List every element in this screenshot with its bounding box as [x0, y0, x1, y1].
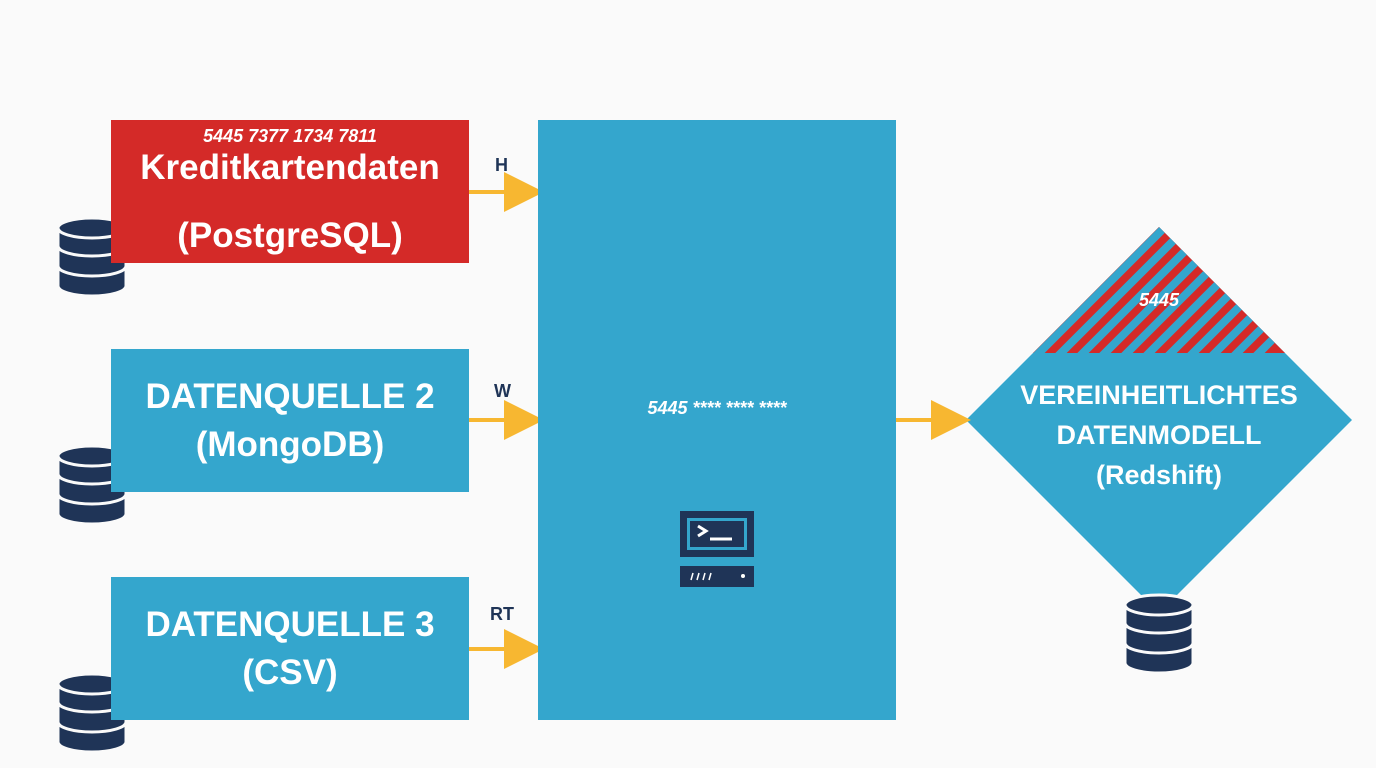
- source-name: Kreditkartendaten: [140, 147, 440, 187]
- card-number: 5445 7377 1734 7811: [203, 126, 377, 146]
- connector-label: W: [494, 381, 511, 401]
- database-icon: [1123, 593, 1195, 675]
- database-icon: [56, 444, 128, 526]
- source-box-creditcard: 5445 7377 1734 7811 Kreditkartendaten (P…: [111, 120, 469, 263]
- source-db: (MongoDB): [195, 424, 385, 464]
- source-db: (CSV): [242, 652, 338, 692]
- connector-label: RT: [490, 604, 514, 624]
- terminal-server-icon: [680, 511, 754, 587]
- masked-card-number: 5445 **** **** ****: [647, 398, 787, 418]
- database-icon: [56, 216, 128, 298]
- target-line-3: (Redshift): [1096, 460, 1222, 490]
- source-name: DATENQUELLE 3: [145, 604, 435, 644]
- connector-label: H: [495, 155, 508, 175]
- source-box-2: DATENQUELLE 2 (MongoDB): [111, 349, 469, 492]
- source-box-3: DATENQUELLE 3 (CSV): [111, 577, 469, 720]
- target-line-1: VEREINHEITLICHTES: [1020, 380, 1298, 410]
- target-label: VEREINHEITLICHTES DATENMODELL (Redshift): [985, 375, 1333, 495]
- target-line-2: DATENMODELL: [1056, 420, 1262, 450]
- target-card-prefix: 5445: [1138, 290, 1180, 310]
- source-name: DATENQUELLE 2: [145, 376, 435, 416]
- etl-box: 5445 **** **** **** ETL: [538, 120, 896, 720]
- source-db: (PostgreSQL): [177, 215, 403, 255]
